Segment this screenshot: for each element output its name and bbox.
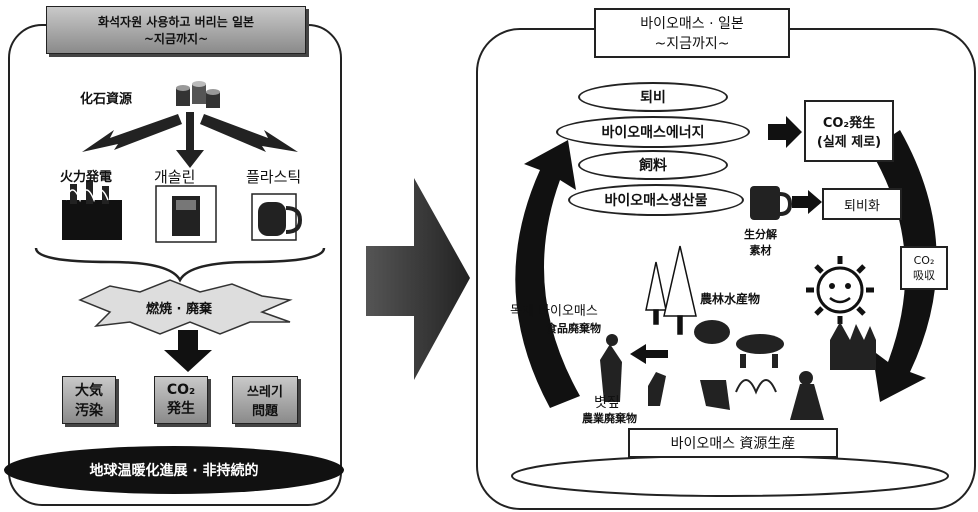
agri-waste-label: 農業廃棄物 bbox=[582, 412, 637, 425]
left-panel bbox=[8, 24, 342, 506]
straw-label: 볏짚 bbox=[594, 395, 620, 411]
biodegradable-mug-icon bbox=[750, 186, 793, 220]
pill-feed-text: 飼料 bbox=[639, 158, 667, 174]
composting-box: 퇴비화 bbox=[822, 188, 902, 220]
outcome-garbage-text: 쓰레기 問題 bbox=[247, 385, 283, 419]
composting-box-text: 퇴비화 bbox=[844, 198, 880, 214]
outcome-co2-text: CO₂ 発生 bbox=[166, 382, 196, 417]
right-title-line2: ~지금까지~ bbox=[654, 36, 730, 52]
biomass-resource-text: 바이오매스 資源生産 bbox=[670, 436, 796, 452]
plastic-mug-icon bbox=[251, 193, 303, 241]
biodegradable-line1: 生分解 bbox=[744, 228, 777, 241]
burn-burst bbox=[78, 279, 293, 335]
cycle-arrow-right bbox=[870, 130, 937, 402]
agri-to-waste-arrow bbox=[630, 344, 668, 364]
pill-biomass-products-text: 바이오매스생산물 bbox=[604, 193, 708, 209]
plastic-label: 플라스틱 bbox=[246, 168, 302, 186]
food-waste-label: 食品廃棄物 bbox=[546, 322, 601, 335]
power-plant-icon bbox=[62, 180, 122, 240]
trees-icon bbox=[645, 245, 697, 335]
down-arrow bbox=[164, 330, 212, 372]
biomass-resource-box: 바이오매스 資源生産 bbox=[628, 428, 838, 458]
biodegradable-line2: 素材 bbox=[749, 244, 772, 257]
farming-scene-icon bbox=[600, 320, 876, 420]
bottom-ellipse bbox=[511, 455, 949, 497]
outcome-garbage: 쓰레기 問題 bbox=[232, 376, 298, 424]
gasoline-label: 개솔린 bbox=[154, 168, 196, 186]
outcome-air-pollution-text: 大気 汚染 bbox=[75, 383, 103, 419]
sun-icon bbox=[806, 256, 874, 324]
thermal-power-label: 火力発電 bbox=[60, 170, 113, 185]
co2-generation-box: CO₂発生 (실제 제로) bbox=[804, 100, 894, 162]
pill-biomass-energy-text: 바이오매스에너지 bbox=[601, 125, 705, 141]
gas-pump-icon bbox=[155, 185, 217, 243]
right-title-box: 바이오매스 · 일본 ~지금까지~ bbox=[594, 8, 790, 58]
pill-feed: 飼料 bbox=[578, 150, 728, 180]
pill-biomass-energy: 바이오매스에너지 bbox=[556, 116, 750, 148]
left-title-line2: ~지금까지~ bbox=[143, 32, 209, 46]
mug-to-compost-arrow bbox=[792, 190, 822, 214]
left-footer-ellipse: 地球温暖化進展 · 非持続的 bbox=[4, 446, 344, 494]
co2-box-line2: (실제 제로) bbox=[816, 135, 882, 150]
big-transition-arrow bbox=[366, 178, 470, 380]
wood-biomass-label: 목재 바이오매스 bbox=[510, 304, 598, 319]
outcome-co2: CO₂ 発生 bbox=[154, 376, 208, 424]
pill-biomass-products: 바이오매스생산물 bbox=[568, 184, 744, 216]
fossil-drums-icon bbox=[176, 81, 220, 108]
left-footer-text: 地球温暖化進展 · 非持続的 bbox=[89, 463, 259, 479]
co2-box-line1: CO₂発生 bbox=[822, 116, 876, 131]
left-title-line1: 화석자원 사용하고 버리는 일본 bbox=[97, 15, 255, 29]
cycle-arrow-left bbox=[515, 140, 580, 408]
co2-absorb-box: CO₂ 吸収 bbox=[900, 246, 948, 290]
co2-absorb-line1: CO₂ bbox=[913, 253, 935, 267]
pill-compost-text: 퇴비 bbox=[640, 90, 666, 106]
right-title-line1: 바이오매스 · 일본 bbox=[640, 16, 744, 32]
pill-compost: 퇴비 bbox=[578, 82, 728, 112]
outcome-air-pollution: 大気 汚染 bbox=[62, 376, 116, 424]
biodegradable-label: 生分解 素材 bbox=[744, 226, 777, 258]
left-title-banner: 화석자원 사용하고 버리는 일본 ~지금까지~ bbox=[46, 6, 306, 54]
co2-absorb-line2: 吸収 bbox=[913, 268, 935, 282]
burn-waste-label: 燃焼 · 廃棄 bbox=[146, 302, 212, 317]
agri-products-label: 農林水産物 bbox=[700, 292, 761, 306]
fossil-resources-label: 化石資源 bbox=[80, 92, 133, 107]
energy-to-co2-arrow bbox=[768, 116, 802, 148]
merge-brace bbox=[34, 247, 326, 283]
fossil-branch-arrows bbox=[82, 112, 298, 168]
